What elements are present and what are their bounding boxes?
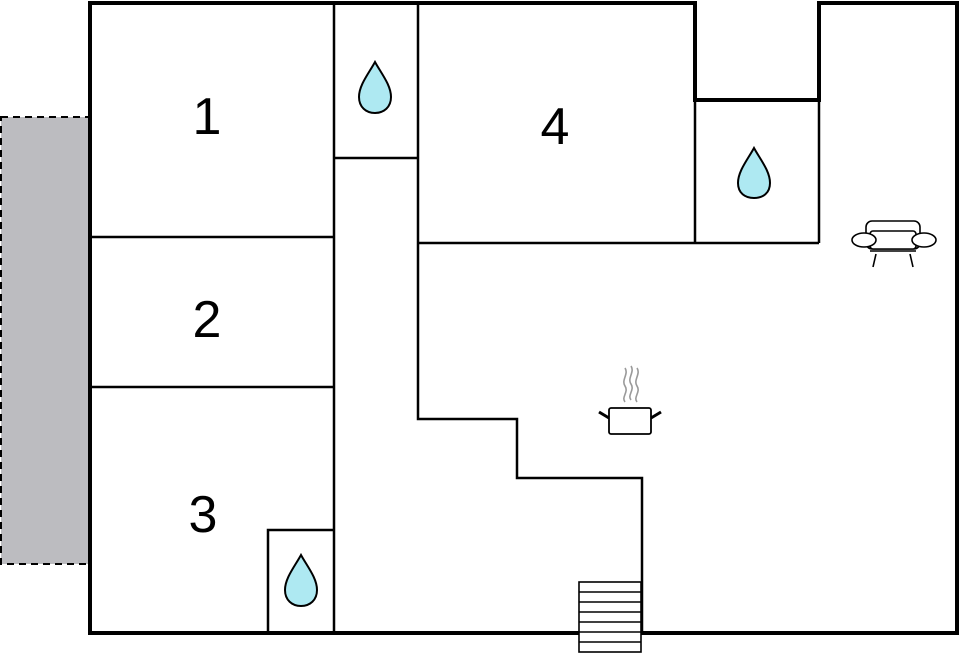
water-drop-icon — [736, 145, 772, 200]
water-drop-icon — [283, 552, 319, 608]
sofa-icon — [851, 220, 937, 268]
room-label-4: 4 — [541, 98, 570, 156]
outer-wall — [88, 1, 959, 635]
terrace-area — [0, 116, 91, 565]
room-label-3: 3 — [189, 486, 218, 544]
cooking-pot-icon — [598, 365, 662, 435]
room-label-2: 2 — [193, 291, 222, 349]
stairs-icon — [578, 581, 642, 653]
room-label-1: 1 — [193, 88, 222, 146]
interior-walls — [90, 3, 821, 633]
water-drop-icon — [357, 59, 393, 115]
